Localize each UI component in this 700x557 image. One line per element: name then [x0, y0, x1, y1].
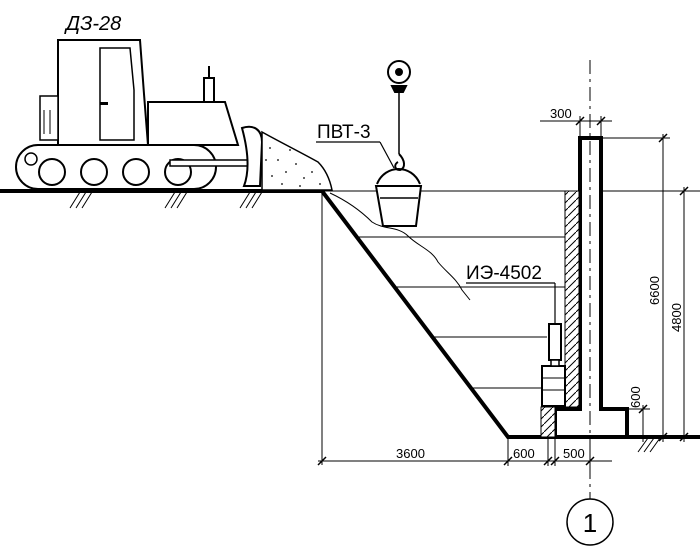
- dim-footing-half: 500: [563, 446, 585, 461]
- dim-wall-top: 300: [550, 106, 572, 121]
- vibrator: [541, 283, 566, 407]
- vibrator-label: ИЭ-4502: [466, 263, 542, 284]
- dim-total-height: 6600: [647, 276, 662, 305]
- bulldozer: [15, 39, 333, 191]
- dim-slope-width: 3600: [396, 446, 425, 461]
- dim-gap-width: 600: [513, 446, 535, 461]
- dim-fill-height: 4800: [669, 303, 684, 332]
- axis-marker: [566, 498, 614, 546]
- bucket-label: ПВТ-3: [317, 122, 371, 143]
- axis-marker-label: 1: [583, 508, 597, 538]
- bucket-leader: [316, 141, 395, 169]
- crane-bucket: [374, 60, 423, 227]
- dimension-lines: [317, 116, 690, 466]
- ground: [0, 189, 700, 453]
- bulldozer-label: ДЗ-28: [64, 13, 121, 35]
- dim-footing-height: 600: [628, 386, 643, 408]
- fill-material: [329, 192, 471, 301]
- foundation-wall: [540, 60, 629, 500]
